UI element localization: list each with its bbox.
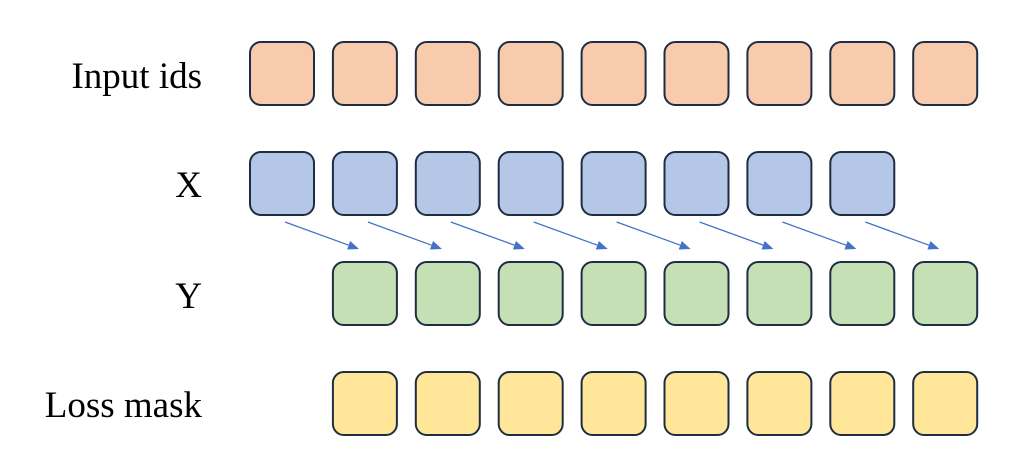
x-box bbox=[663, 151, 730, 216]
token-boxes bbox=[249, 41, 979, 436]
input-id-box bbox=[331, 41, 398, 106]
x-box bbox=[829, 151, 896, 216]
arrow-head bbox=[430, 241, 442, 250]
y-box bbox=[414, 261, 481, 326]
loss-mask-box bbox=[580, 371, 647, 436]
loss-mask-box bbox=[497, 371, 564, 436]
y-box bbox=[663, 261, 730, 326]
y-box bbox=[331, 261, 398, 326]
shift-arrow bbox=[533, 221, 608, 250]
y-box bbox=[580, 261, 647, 326]
y-box bbox=[497, 261, 564, 326]
y-box bbox=[746, 261, 813, 326]
shift-arrow bbox=[450, 221, 525, 250]
x-box bbox=[746, 151, 813, 216]
arrow-line bbox=[699, 221, 764, 246]
shift-arrow bbox=[616, 221, 691, 250]
arrow-line bbox=[450, 221, 515, 246]
x-box bbox=[580, 151, 647, 216]
x-box bbox=[249, 151, 315, 216]
row-label-loss-mask: Loss mask bbox=[45, 385, 203, 426]
loss-mask-box bbox=[663, 371, 730, 436]
input-id-box bbox=[497, 41, 564, 106]
shift-arrow bbox=[782, 221, 857, 250]
arrow-head bbox=[512, 241, 525, 250]
x-box bbox=[497, 151, 564, 216]
loss-mask-box bbox=[912, 371, 979, 436]
loss-mask-box bbox=[414, 371, 481, 436]
x-box bbox=[414, 151, 481, 216]
row-label-x: X bbox=[175, 165, 202, 206]
shift-arrow bbox=[865, 221, 940, 250]
arrow-head bbox=[927, 241, 940, 250]
arrow-line bbox=[865, 221, 930, 246]
arrow-head bbox=[844, 241, 857, 250]
arrow-line bbox=[616, 221, 681, 246]
input-id-box bbox=[912, 41, 979, 106]
row-labels: Input ids X Y Loss mask bbox=[45, 56, 203, 426]
arrow-head bbox=[761, 241, 774, 250]
input-id-box bbox=[663, 41, 730, 106]
loss-mask-box bbox=[746, 371, 813, 436]
arrow-head bbox=[347, 241, 359, 250]
row-label-input-ids: Input ids bbox=[71, 56, 202, 97]
shift-arrows bbox=[284, 221, 940, 250]
arrow-head bbox=[595, 241, 608, 250]
arrow-head bbox=[678, 241, 691, 250]
y-box bbox=[912, 261, 979, 326]
x-box bbox=[331, 151, 398, 216]
input-id-box bbox=[580, 41, 647, 106]
loss-mask-box bbox=[829, 371, 896, 436]
arrow-line bbox=[284, 221, 349, 246]
arrow-line bbox=[533, 221, 598, 246]
shift-arrow bbox=[284, 221, 359, 250]
shift-arrow bbox=[699, 221, 774, 250]
loss-mask-box bbox=[331, 371, 398, 436]
input-id-box bbox=[249, 41, 315, 106]
row-label-y: Y bbox=[175, 276, 202, 317]
input-id-box bbox=[414, 41, 481, 106]
input-id-box bbox=[829, 41, 896, 106]
arrow-line bbox=[782, 221, 847, 246]
arrow-line bbox=[367, 221, 432, 246]
shift-arrow bbox=[367, 221, 442, 250]
input-id-box bbox=[746, 41, 813, 106]
y-box bbox=[829, 261, 896, 326]
